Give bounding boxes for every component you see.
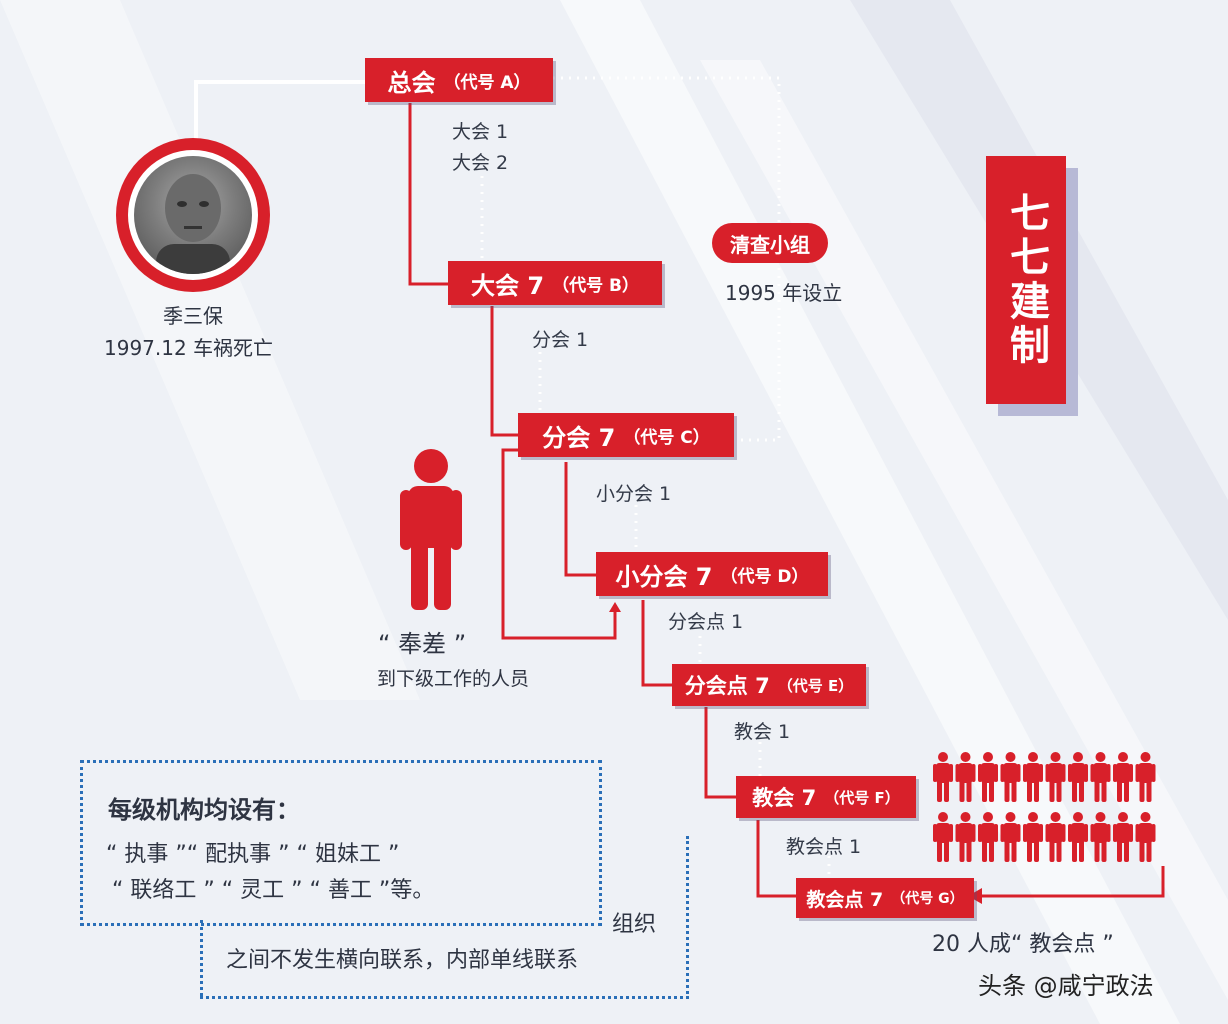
crowd-person-icon <box>1023 752 1043 802</box>
sublevel-label: 分会 1 <box>532 329 589 351</box>
level-code: （代号 D） <box>720 566 809 587</box>
level-name: 大会 7 <box>471 271 545 300</box>
crowd-person-icon <box>1090 812 1111 862</box>
audit-group-badge: 清查小组 <box>712 223 828 263</box>
envoy-note: 到下级工作的人员 <box>377 668 530 690</box>
level-name: 教会点 7 <box>806 888 884 911</box>
sublevel-label: 教会 1 <box>734 721 791 743</box>
level-code: （代号 F） <box>824 788 900 807</box>
watermark: 头条 @咸宁政法 <box>978 972 1154 1000</box>
level-name: 教会 7 <box>752 786 817 810</box>
crowd-person-icon <box>1113 752 1133 802</box>
roles-box <box>80 760 602 926</box>
level-name: 小分会 7 <box>615 562 713 591</box>
organization-box <box>200 836 689 999</box>
sublevel-label: 小分会 1 <box>596 483 672 505</box>
level-box-d: 小分会 7 （代号 D） <box>596 552 828 596</box>
roles-line-2: “ 联络工 ” “ 灵工 ” “ 善工 ”等。 <box>112 878 435 903</box>
level-name: 总会 <box>387 68 436 97</box>
level-name: 分会点 7 <box>684 674 770 698</box>
crowd-person-icon <box>1000 812 1021 862</box>
crowd-person-icon <box>933 752 953 802</box>
roles-heading: 每级机构均设有： <box>108 796 300 824</box>
person-icon <box>400 449 462 610</box>
level-code: （代号 C） <box>623 427 710 448</box>
level-code: （代号 G） <box>891 891 964 907</box>
audit-group-note: 1995 年设立 <box>725 281 843 305</box>
level-box-b: 大会 7 （代号 B） <box>448 261 662 305</box>
level-code: （代号 A） <box>443 72 531 93</box>
sublevel-label: 大会 2 <box>452 152 509 174</box>
crowd-person-icon <box>1045 812 1066 862</box>
crowd-person-icon <box>978 812 998 862</box>
crowd-person-icon <box>1068 752 1088 802</box>
level-code: （代号 B） <box>552 275 639 296</box>
crowd-label: 20 人成“ 教会点 ” <box>932 932 1114 957</box>
crowd-person-icon <box>933 812 953 862</box>
chart-title: 七七建制 <box>986 156 1066 404</box>
person-name: 季三保 <box>163 304 223 328</box>
level-box-e: 分会点 7 （代号 E） <box>672 664 866 706</box>
crowd-person-icon <box>1090 752 1111 802</box>
person-portrait <box>116 138 270 292</box>
crowd-arrow-head <box>968 888 982 904</box>
sublevel-label: 大会 1 <box>452 121 509 143</box>
envoy-arrow-head <box>609 602 621 612</box>
crowd-person-icon <box>1045 752 1066 802</box>
crowd-person-icon <box>978 752 998 802</box>
level-box-f: 教会 7 （代号 F） <box>736 776 916 818</box>
crowd-person-icon <box>955 812 976 862</box>
level-box-a: 总会 （代号 A） <box>365 58 553 102</box>
sublevel-label: 分会点 1 <box>668 611 744 633</box>
organization-box-left-edge <box>200 920 203 996</box>
crowd-person-icon <box>1023 812 1043 862</box>
crowd-person-icon <box>1000 752 1021 802</box>
crowd-icon-group <box>933 752 1156 862</box>
level-code: （代号 E） <box>777 676 854 695</box>
crowd-person-icon <box>1135 752 1156 802</box>
level-box-c: 分会 7 （代号 C） <box>518 413 734 457</box>
crowd-person-icon <box>1068 812 1088 862</box>
person-note: 1997.12 车祸死亡 <box>104 336 274 360</box>
sublevel-label: 教会点 1 <box>786 836 862 858</box>
organization-line-2: 之间不发生横向联系，内部单线联系 <box>226 948 579 973</box>
envoy-label: “ 奉差 ” <box>378 630 467 658</box>
level-box-g: 教会点 7 （代号 G） <box>796 878 974 918</box>
crowd-person-icon <box>955 752 976 802</box>
roles-line-1: “ 执事 ”“ 配执事 ” “ 姐妹工 ” <box>106 842 400 867</box>
crowd-person-icon <box>1135 812 1156 862</box>
organization-line-1: 组织 <box>612 912 657 937</box>
crowd-person-icon <box>1113 812 1133 862</box>
portrait-photo <box>134 156 252 274</box>
level-name: 分会 7 <box>542 423 616 452</box>
